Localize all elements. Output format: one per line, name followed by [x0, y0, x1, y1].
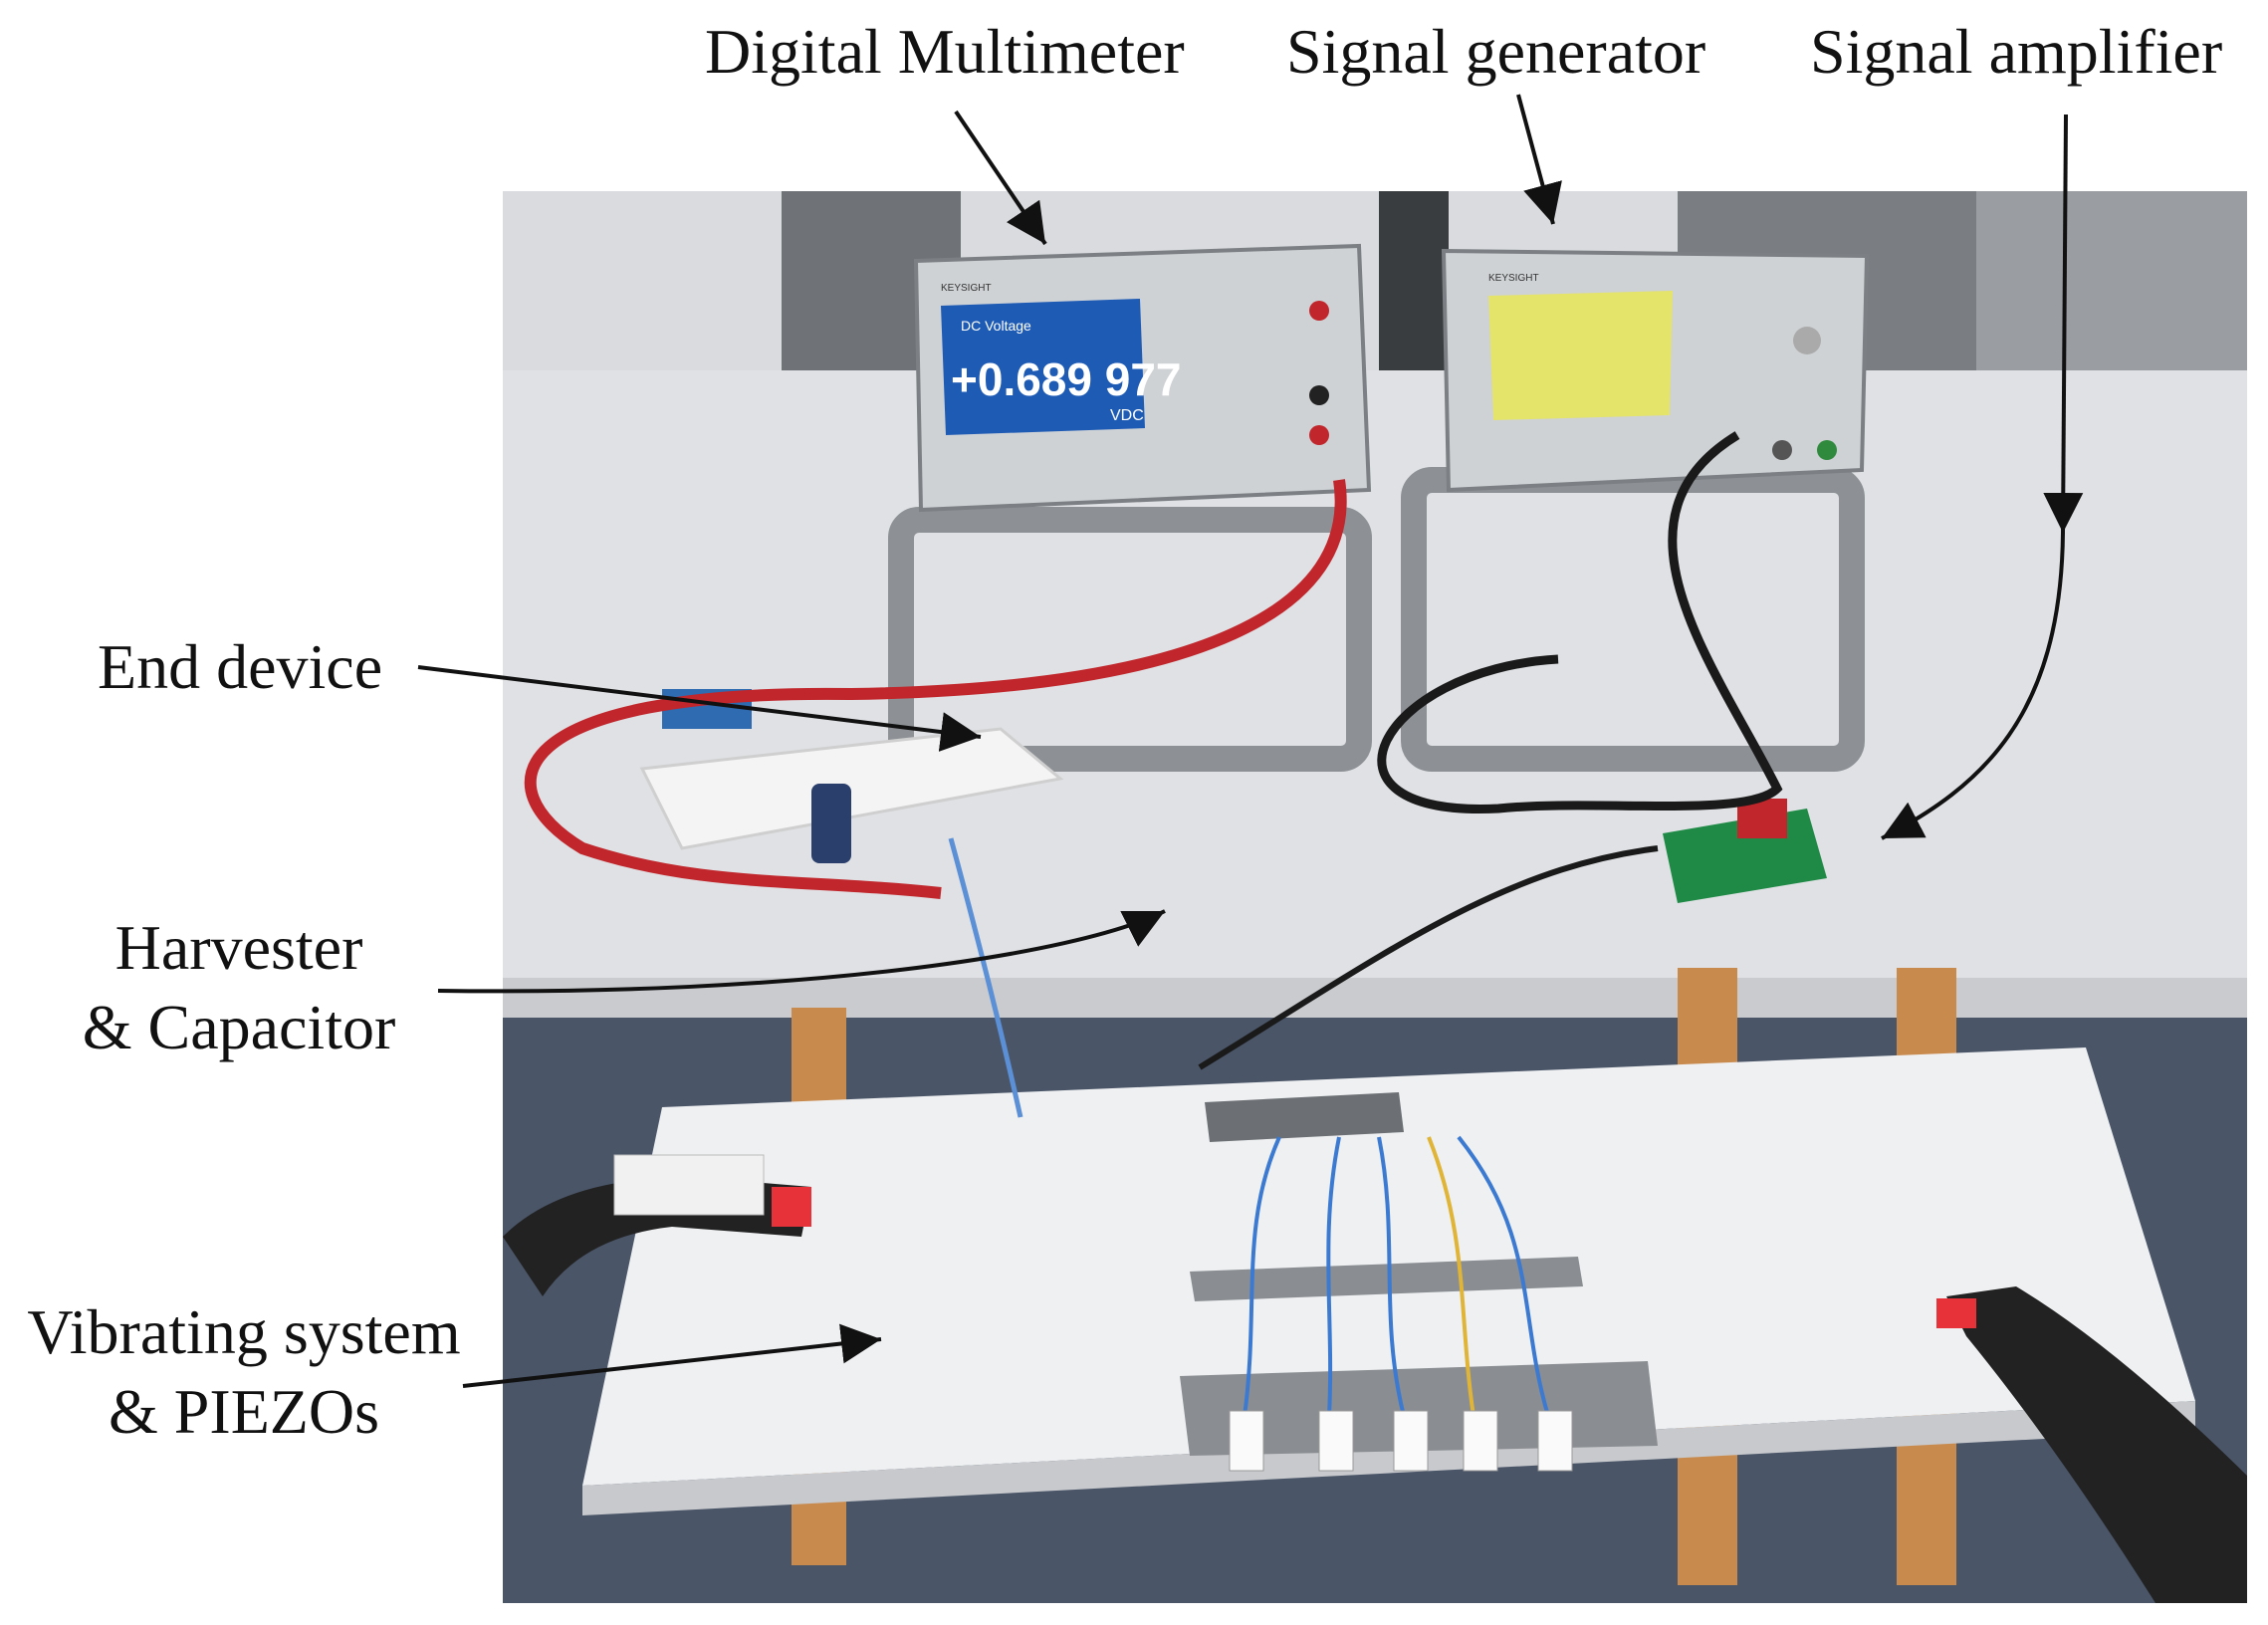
signal-generator: KEYSIGHT: [1401, 248, 1870, 772]
piezo-elements: [1229, 1410, 1573, 1472]
digital-multimeter: DC Voltage +0.689 977 VDC KEYSIGHT: [888, 243, 1372, 772]
amplifier-cable: [1198, 845, 1659, 1070]
svg-text:+0.689 977: +0.689 977: [951, 353, 1182, 405]
tape-strip: [1190, 1257, 1583, 1301]
label-harvester-line1: Harvester: [114, 912, 363, 983]
tape-strip: [1205, 1092, 1404, 1142]
label-signal-generator: Signal generator: [1286, 16, 1706, 87]
label-signal-amplifier: Signal amplifier: [1810, 16, 2223, 87]
label-digital-multimeter: Digital Multimeter: [705, 16, 1185, 87]
clamp-right: [1946, 1286, 2247, 1603]
upper-table: [503, 370, 2247, 1008]
label-vibrating-line2: & PIEZOs: [109, 1376, 379, 1447]
label-vibrating-system: Vibrating system & PIEZOs: [0, 1292, 488, 1452]
label-end-device: End device: [98, 631, 383, 702]
lab-photo-drawing: DC Voltage +0.689 977 VDC KEYSIGHT KEYSI…: [503, 191, 2247, 1603]
svg-text:VDC: VDC: [1110, 407, 1144, 424]
svg-text:KEYSIGHT: KEYSIGHT: [1488, 273, 1539, 284]
svg-text:DC Voltage: DC Voltage: [961, 318, 1031, 334]
lab-photo: DC Voltage +0.689 977 VDC KEYSIGHT KEYSI…: [503, 191, 2247, 1603]
label-harvester: Harvester & Capacitor: [60, 908, 418, 1067]
label-harvester-line2: & Capacitor: [82, 992, 396, 1062]
capacitor: [811, 784, 851, 863]
black-cable: [1377, 431, 1783, 813]
svg-text:KEYSIGHT: KEYSIGHT: [941, 283, 992, 294]
label-vibrating-line1: Vibrating system: [27, 1296, 461, 1367]
breadboard: [639, 727, 1064, 850]
